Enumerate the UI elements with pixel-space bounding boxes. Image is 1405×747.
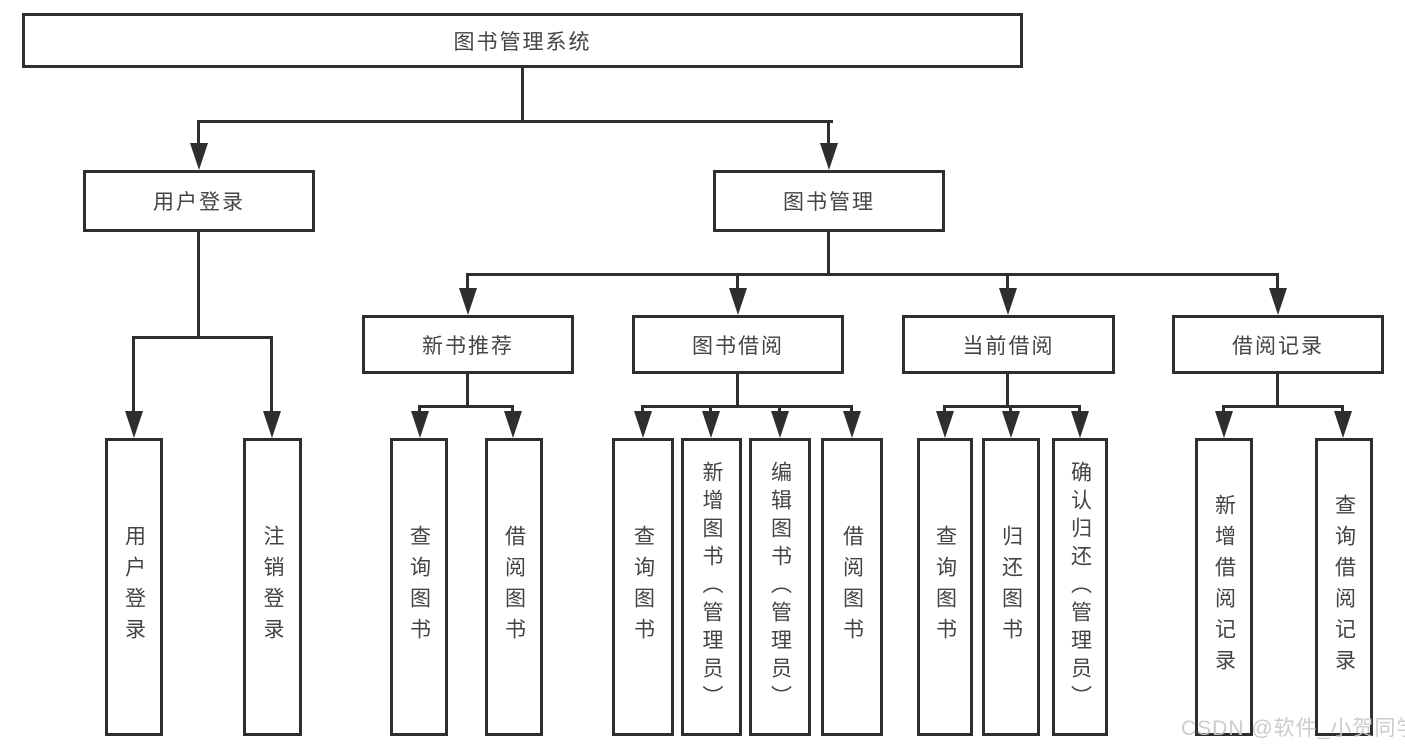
connector-vline <box>1078 405 1081 415</box>
arrowhead-down <box>190 143 208 170</box>
node-leaf-confirm-return-admin: 确认归还（管理员） <box>1052 438 1108 736</box>
node-leaf-user-login: 用户登录 <box>105 438 163 736</box>
connector-vline <box>132 336 135 414</box>
connector-vline <box>466 374 469 405</box>
connector-vline <box>736 273 739 291</box>
connector-vline <box>1006 374 1009 405</box>
connector-vline <box>1006 273 1009 291</box>
node-leaf-borrow-books-borrowing: 借阅图书 <box>821 438 883 736</box>
node-leaf-add-borrow-record: 新增借阅记录 <box>1195 438 1253 736</box>
watermark-text: CSDN @软件_小贺同学 <box>1181 717 1405 740</box>
connector-vline <box>778 405 781 415</box>
connector-vline <box>466 273 469 291</box>
node-leaf-add-books-admin: 新增图书（管理员） <box>681 438 742 736</box>
node-borrowing-records: 借阅记录 <box>1172 315 1384 374</box>
node-leaf-edit-books-admin: 编辑图书（管理员） <box>749 438 811 736</box>
connector-hline <box>132 336 273 339</box>
node-new-book-recommend: 新书推荐 <box>362 315 574 374</box>
connector-vline <box>197 120 200 146</box>
arrowhead-down <box>1334 411 1352 438</box>
arrowhead-down <box>729 288 747 315</box>
connector-vline <box>827 232 830 273</box>
connector-vline <box>1222 405 1225 415</box>
arrowhead-down <box>263 411 281 438</box>
connector-hline <box>1222 405 1344 408</box>
arrowhead-down <box>1269 288 1287 315</box>
arrowhead-down <box>843 411 861 438</box>
node-leaf-query-books-current: 查询图书 <box>917 438 973 736</box>
connector-vline <box>1276 374 1279 405</box>
connector-hline <box>197 120 833 123</box>
arrowhead-down <box>999 288 1017 315</box>
connector-vline <box>418 405 421 415</box>
arrowhead-down <box>1215 411 1233 438</box>
node-current-borrowing: 当前借阅 <box>902 315 1115 374</box>
arrowhead-down <box>820 143 838 170</box>
connector-hline <box>943 405 1081 408</box>
node-leaf-borrow-books-recommend: 借阅图书 <box>485 438 543 736</box>
arrowhead-down <box>1071 411 1089 438</box>
connector-vline <box>511 405 514 415</box>
node-user-login: 用户登录 <box>83 170 315 232</box>
node-book-borrowing: 图书借阅 <box>632 315 844 374</box>
connector-vline <box>943 405 946 415</box>
arrowhead-down <box>634 411 652 438</box>
connector-vline <box>641 405 644 415</box>
connector-vline <box>709 405 712 415</box>
node-leaf-query-borrow-record: 查询借阅记录 <box>1315 438 1373 736</box>
connector-vline <box>521 68 524 120</box>
connector-vline <box>1276 273 1279 291</box>
node-leaf-query-books-recommend: 查询图书 <box>390 438 448 736</box>
arrowhead-down <box>936 411 954 438</box>
arrowhead-down <box>411 411 429 438</box>
connector-vline <box>850 405 853 415</box>
arrowhead-down <box>459 288 477 315</box>
connector-hline <box>466 273 1279 276</box>
connector-vline <box>736 374 739 405</box>
connector-vline <box>1341 405 1344 415</box>
arrowhead-down <box>125 411 143 438</box>
connector-vline <box>1009 405 1012 415</box>
node-book-management: 图书管理 <box>713 170 945 232</box>
connector-vline <box>197 232 200 336</box>
node-leaf-return-books: 归还图书 <box>982 438 1040 736</box>
connector-hline <box>418 405 514 408</box>
arrowhead-down <box>504 411 522 438</box>
arrowhead-down <box>702 411 720 438</box>
connector-vline <box>270 336 273 414</box>
node-library-system: 图书管理系统 <box>22 13 1023 68</box>
connector-vline <box>827 120 830 146</box>
node-leaf-logout: 注销登录 <box>243 438 302 736</box>
node-leaf-query-books-borrowing: 查询图书 <box>612 438 674 736</box>
arrowhead-down <box>1002 411 1020 438</box>
connector-hline <box>641 405 853 408</box>
arrowhead-down <box>771 411 789 438</box>
